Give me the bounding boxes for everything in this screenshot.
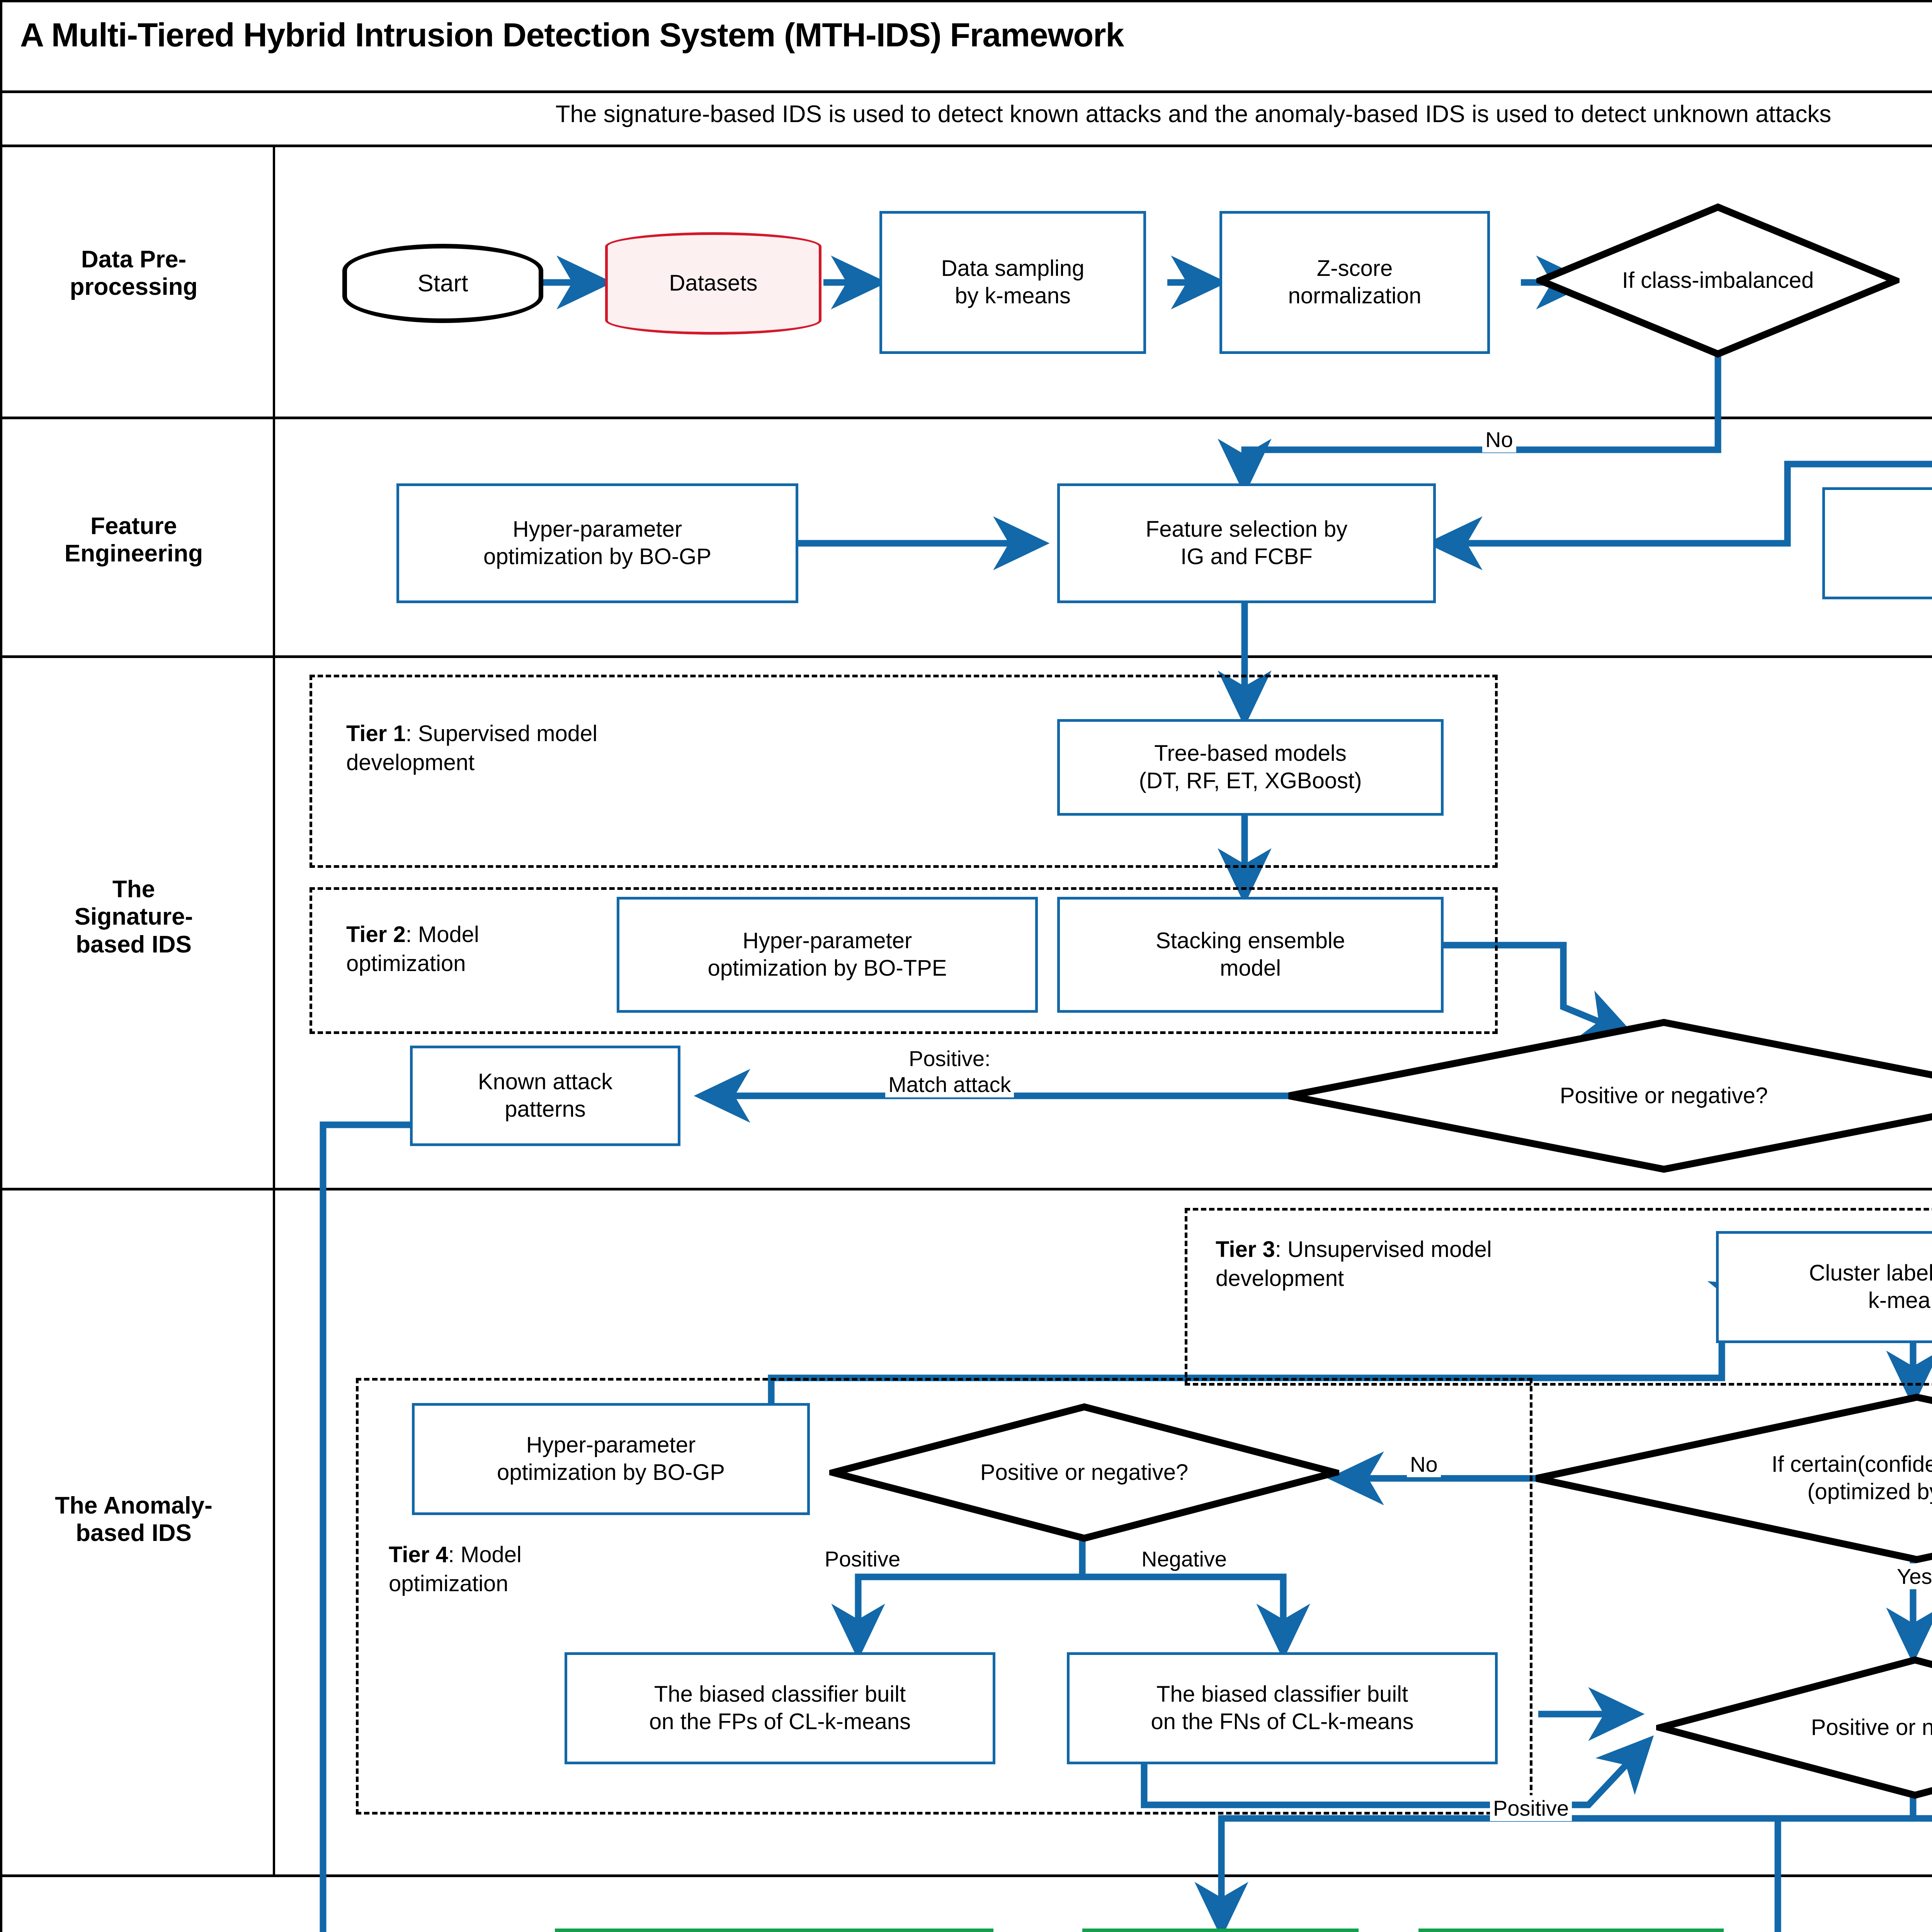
edge-label-yes-certain: Yes: [1894, 1563, 1932, 1590]
node-positive-or-negative-t4: Positive or negative?: [829, 1403, 1339, 1542]
node-tree-based-models: Tree-based models(DT, RF, ET, XGBoost): [1057, 719, 1444, 816]
node-unknown-attack: Unknown attack: [1082, 1929, 1359, 1932]
edge-label-positive-t4: Positive: [821, 1546, 904, 1572]
node-normal: Normal: [1418, 1929, 1724, 1932]
node-if-certain-confidence-label: If certain(confidence>0.933)?(optimized …: [1771, 1452, 1932, 1504]
tier4-dashed-box: [356, 1378, 1532, 1815]
tier1-dashed-box: [310, 675, 1498, 868]
tier3-prefix: Tier 3: [1216, 1237, 1275, 1262]
node-start: Start: [342, 244, 543, 323]
divider-row1: [2, 417, 1932, 419]
node-positive-or-negative-t2: Positive or negative?: [1285, 1019, 1932, 1173]
divider-label-column: [273, 145, 275, 1874]
edge-label-positive-output: Positive: [1490, 1795, 1572, 1821]
node-if-class-imbalanced-label: If class-imbalanced: [1622, 267, 1814, 293]
edge-label-positive-match-attack: Positive:Match attack: [885, 1046, 1014, 1098]
node-positive-or-negative-output: Positive or negative?: [1656, 1656, 1932, 1799]
node-positive-or-negative-output-label: Positive or negative?: [1811, 1714, 1932, 1740]
node-cluster-labeling-label: Cluster labeling (CL)k-means: [1809, 1260, 1932, 1313]
node-feature-extraction: Feature extraction by KPCA: [1822, 487, 1932, 599]
node-datasets-label: Datasets: [669, 270, 758, 296]
tier1-prefix: Tier 1: [346, 721, 406, 746]
divider-row3: [2, 1188, 1932, 1190]
page-title: A Multi-Tiered Hybrid Intrusion Detectio…: [20, 17, 1124, 54]
divider-title: [2, 90, 1932, 93]
tier3-dashed-box: [1185, 1208, 1932, 1386]
node-end: End: [1878, 1930, 1932, 1932]
node-cluster-labeling: Cluster labeling (CL)k-means: [1716, 1231, 1932, 1343]
node-tree-based-models-label: Tree-based models(DT, RF, ET, XGBoost): [1139, 741, 1362, 793]
row-label-anomaly-ids: The Anomaly-based IDS: [55, 1492, 213, 1547]
node-known-attack-with-type: Known attack with a type: [555, 1929, 993, 1932]
tier4-prefix: Tier 4: [389, 1542, 448, 1567]
node-datasets: Datasets: [605, 232, 821, 335]
edge-label-no-certain: No: [1407, 1451, 1441, 1478]
row-label-data-preprocessing: Data Pre-processing: [70, 246, 198, 301]
tier2-prefix: Tier 2: [346, 922, 406, 947]
node-if-class-imbalanced: If class-imbalanced: [1536, 203, 1900, 358]
node-if-certain-confidence: If certain(confidence>0.933)?(optimized …: [1532, 1393, 1932, 1563]
node-start-label: Start: [417, 270, 468, 297]
node-positive-or-negative-t4-label: Positive or negative?: [980, 1459, 1189, 1485]
edge-label-negative-t4: Negative: [1138, 1546, 1230, 1572]
divider-subtitle: [2, 145, 1932, 147]
page-subtitle: The signature-based IDS is used to detec…: [555, 101, 1832, 128]
node-positive-or-negative-t2-label: Positive or negative?: [1560, 1083, 1768, 1108]
tier2-dashed-box: [310, 887, 1498, 1034]
divider-row4: [2, 1874, 1932, 1877]
divider-row2: [2, 655, 1932, 658]
edge-label-no-imbalanced: No: [1482, 427, 1516, 453]
